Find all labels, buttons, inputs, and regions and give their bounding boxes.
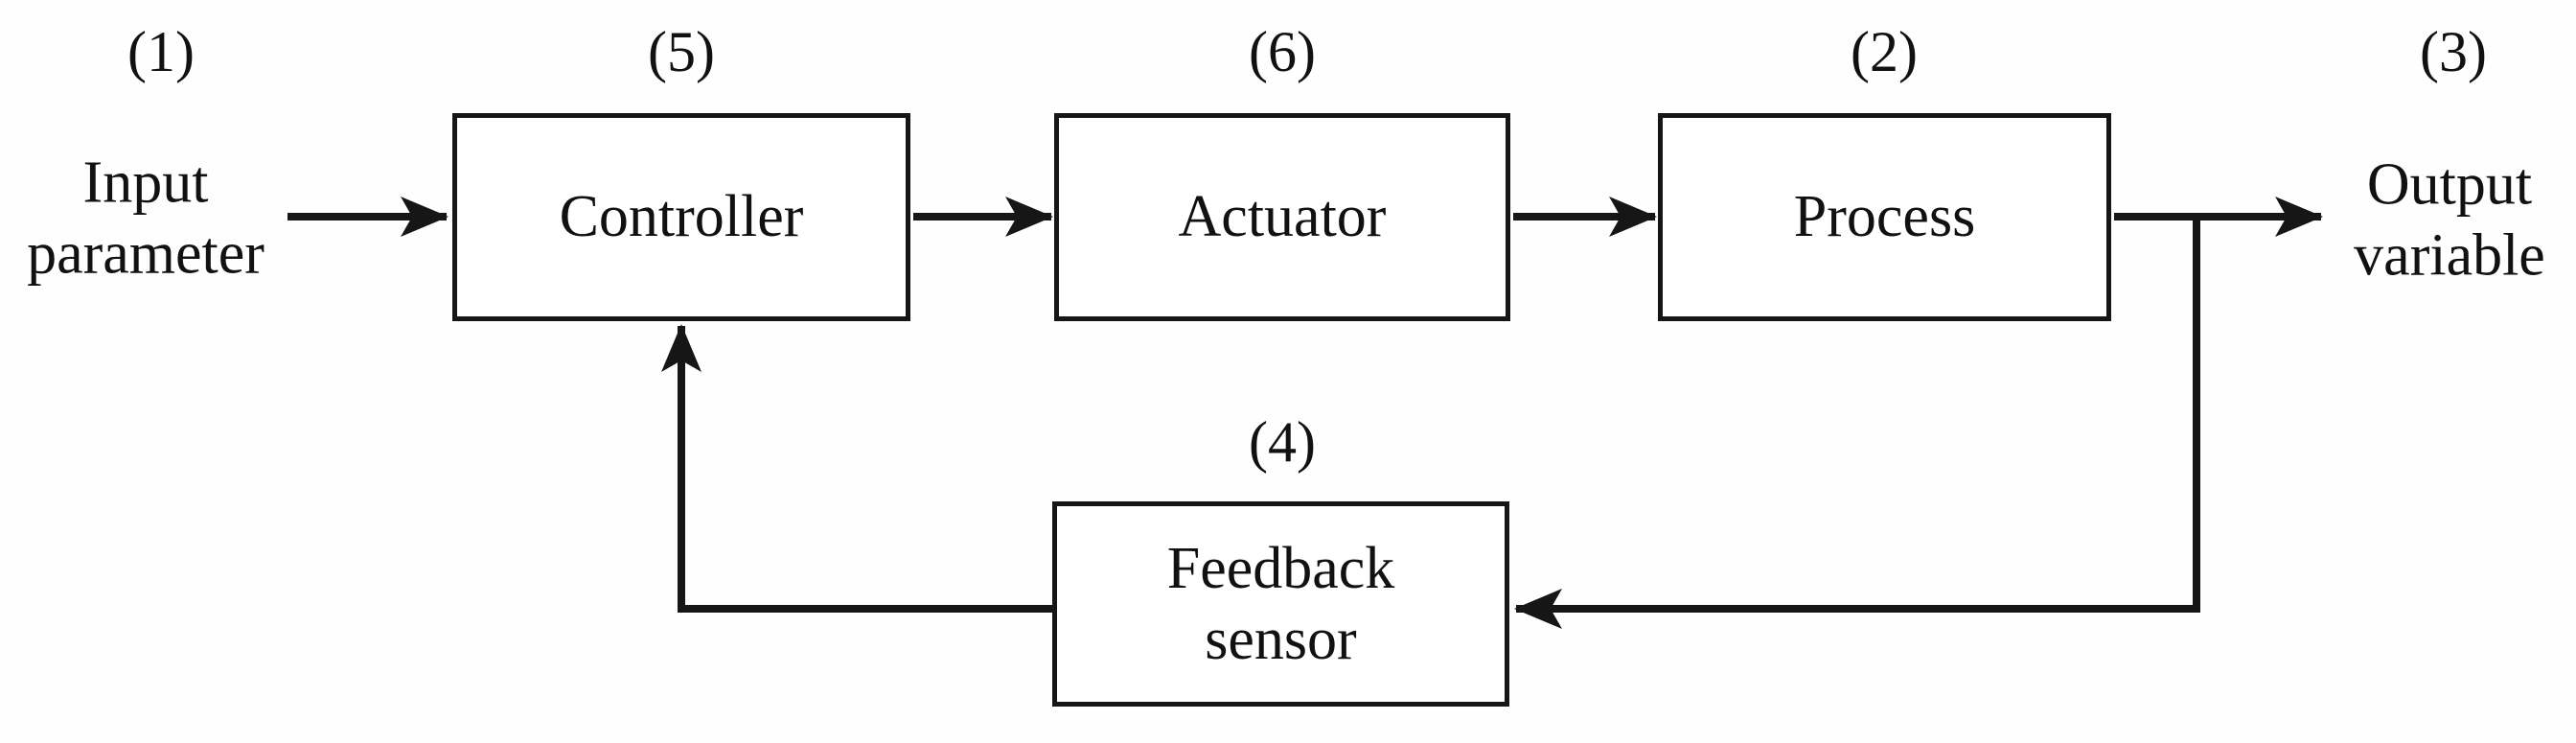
step-number-input: (1) <box>127 20 195 83</box>
node-controller-label: Controller <box>559 184 804 250</box>
node-feedback-sensor: Feedback sensor <box>1052 501 1509 707</box>
step-number-process: (2) <box>1851 20 1918 83</box>
node-actuator: Actuator <box>1054 113 1510 321</box>
edge-feedback-sensor-to-controller <box>661 324 1054 613</box>
node-controller: Controller <box>452 113 910 321</box>
node-output-variable: Output variable <box>2354 151 2545 289</box>
edge-output-branch-to-feedback-sensor <box>1514 215 2200 629</box>
step-number-actuator: (6) <box>1249 20 1316 83</box>
node-feedback-sensor-label: Feedback sensor <box>1166 535 1395 672</box>
step-number-controller: (5) <box>648 20 715 83</box>
step-number-output: (3) <box>2420 20 2487 83</box>
step-number-feedback-sensor: (4) <box>1249 410 1316 474</box>
node-process-label: Process <box>1793 184 1976 250</box>
node-input-parameter: Input parameter <box>27 150 264 287</box>
node-process: Process <box>1658 113 2111 321</box>
node-actuator-label: Actuator <box>1178 184 1387 250</box>
